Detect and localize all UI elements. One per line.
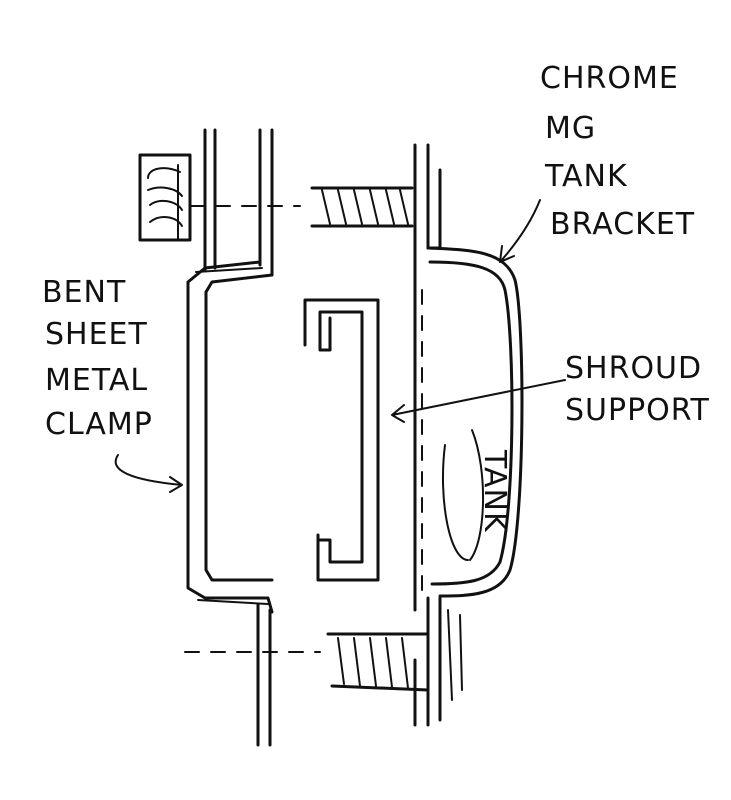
bracket-label-line-1: CHROME	[540, 61, 679, 96]
leader-arrows	[114, 199, 566, 493]
tank-marker	[442, 429, 484, 561]
clamp-label-line-4: CLAMP	[45, 407, 153, 442]
bracket-label: CHROME MG TANK BRACKET	[540, 61, 695, 242]
upper-bolt	[310, 186, 414, 228]
shroud-label-line-1: SHROUD	[565, 351, 702, 386]
bracket-label-line-2: MG	[545, 111, 596, 146]
clamp-label-line-1: BENT	[42, 275, 126, 310]
shroud-support-channel	[303, 298, 380, 582]
bent-sheet-metal-clamp	[186, 260, 274, 614]
clamp-label-line-3: METAL	[45, 363, 148, 398]
bracket-label-line-3: TANK	[544, 159, 628, 194]
clamp-label: BENT SHEET METAL CLAMP	[42, 275, 153, 442]
shroud-label-line-2: SUPPORT	[565, 393, 710, 428]
clamp-label-line-2: SHEET	[45, 317, 148, 352]
upper-spacer-block	[138, 153, 192, 242]
tank-label: TANK	[477, 449, 512, 533]
bracket-label-line-4: BRACKET	[550, 207, 695, 242]
left-uprights	[203, 128, 274, 747]
lower-bolt	[326, 632, 430, 692]
chrome-tank-bracket	[413, 143, 524, 727]
shroud-label: SHROUD SUPPORT	[565, 351, 710, 428]
